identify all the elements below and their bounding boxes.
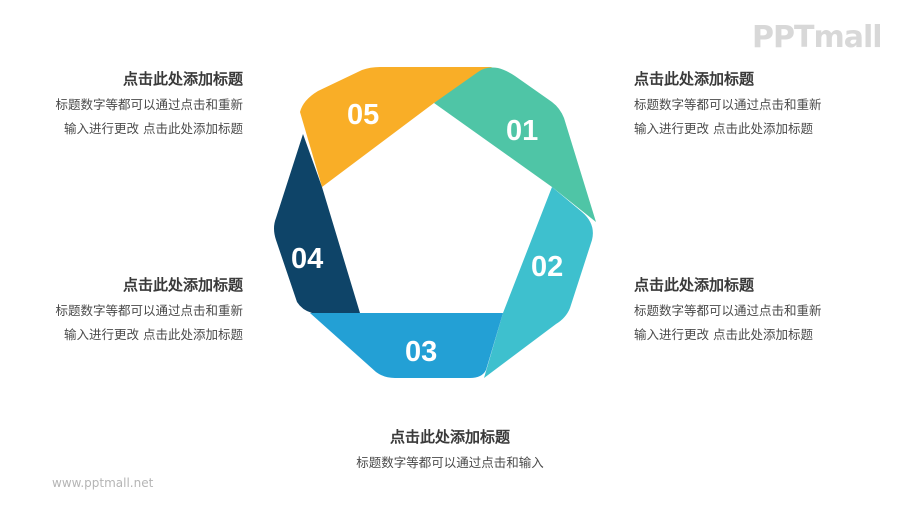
segment-04[interactable] xyxy=(274,134,360,313)
footer-url: www.pptmall.net xyxy=(52,476,154,490)
block-body-line-2[interactable]: 输入进行更改 点击此处添加标题 xyxy=(64,327,243,342)
block-body-line-1[interactable]: 标题数字等都可以通过点击和重新 xyxy=(634,97,822,112)
text-block-mid-right: 点击此处添加标题 标题数字等都可以通过点击和重新 输入进行更改 点击此处添加标题 xyxy=(634,274,864,347)
segment-number-02: 02 xyxy=(531,251,563,283)
segment-number-01: 01 xyxy=(506,115,538,147)
block-body-line-2[interactable]: 输入进行更改 点击此处添加标题 xyxy=(634,121,813,136)
segment-02[interactable] xyxy=(484,187,593,378)
block-title[interactable]: 点击此处添加标题 xyxy=(122,70,243,88)
text-block-top-right: 点击此处添加标题 标题数字等都可以通过点击和重新 输入进行更改 点击此处添加标题 xyxy=(634,68,864,141)
block-body-line-1[interactable]: 标题数字等都可以通过点击和重新 xyxy=(55,303,243,318)
block-body-line-1[interactable]: 标题数字等都可以通过点击和重新 xyxy=(55,97,243,112)
block-title[interactable]: 点击此处添加标题 xyxy=(389,428,510,446)
block-body-line-2[interactable]: 输入进行更改 点击此处添加标题 xyxy=(634,327,813,342)
block-body-line-2[interactable]: 输入进行更改 点击此处添加标题 xyxy=(64,121,243,136)
segment-number-03: 03 xyxy=(405,336,437,368)
block-title[interactable]: 点击此处添加标题 xyxy=(122,276,243,294)
segment-number-05: 05 xyxy=(347,99,379,131)
text-block-top-left: 点击此处添加标题 标题数字等都可以通过点击和重新 输入进行更改 点击此处添加标题 xyxy=(13,68,243,141)
text-block-mid-left: 点击此处添加标题 标题数字等都可以通过点击和重新 输入进行更改 点击此处添加标题 xyxy=(13,274,243,347)
block-title[interactable]: 点击此处添加标题 xyxy=(634,276,755,294)
segment-number-04: 04 xyxy=(291,243,323,275)
block-body-line-1[interactable]: 标题数字等都可以通过点击和重新 xyxy=(634,303,822,318)
block-title[interactable]: 点击此处添加标题 xyxy=(634,70,755,88)
pptmall-logo: PPTmall xyxy=(752,20,883,55)
segment-01[interactable] xyxy=(434,67,596,223)
block-body-line-1[interactable]: 标题数字等都可以通过点击和输入 xyxy=(356,455,544,470)
segment-05[interactable] xyxy=(300,67,492,187)
segment-03[interactable] xyxy=(310,313,503,378)
text-block-bottom: 点击此处添加标题 标题数字等都可以通过点击和输入 xyxy=(320,426,580,475)
